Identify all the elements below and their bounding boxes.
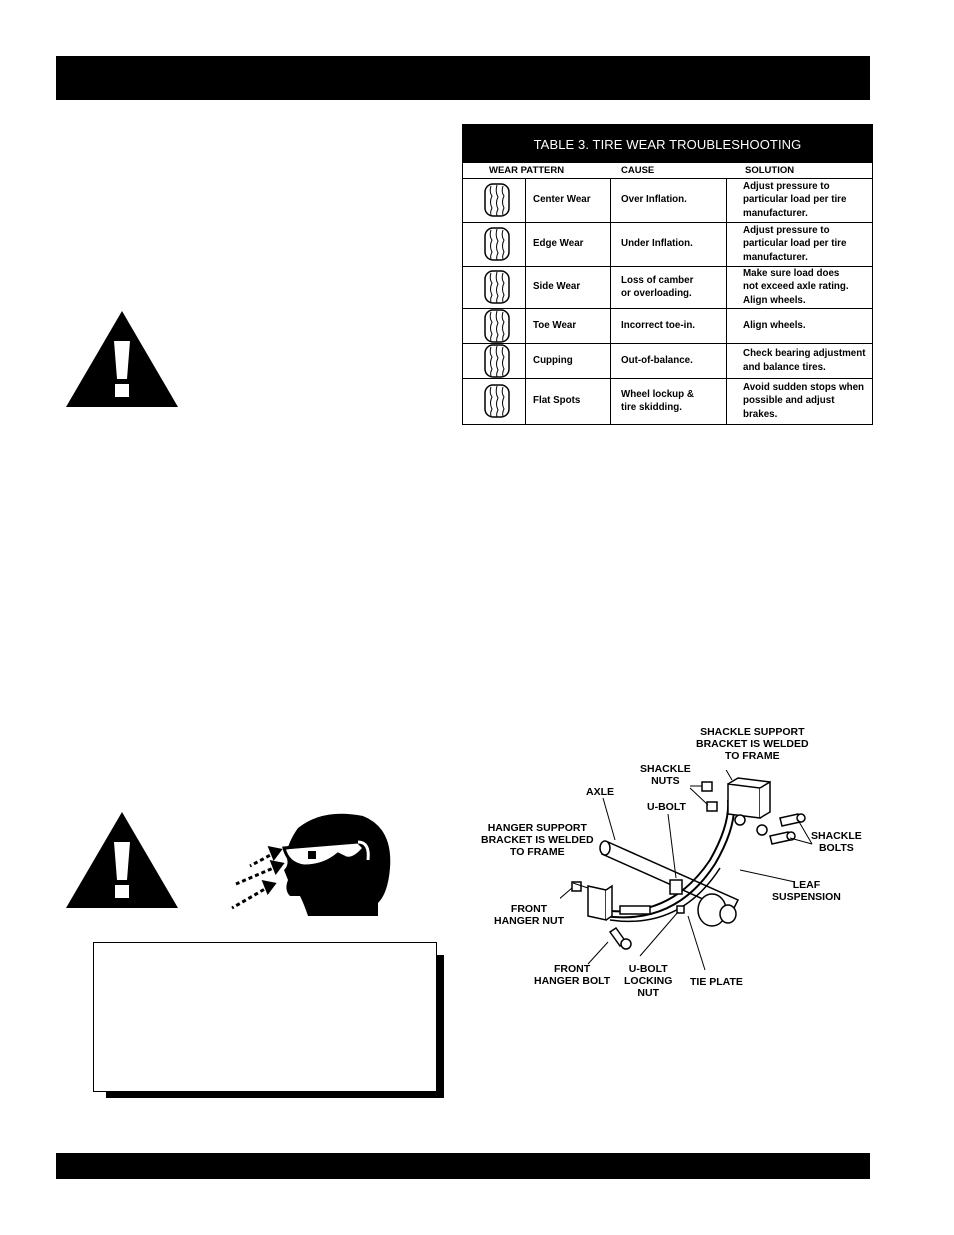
warning-triangle-icon — [66, 812, 178, 908]
cell-cause: Over Inflation. — [621, 194, 687, 206]
cell-solution: Avoid sudden stops when possible and adj… — [743, 381, 865, 420]
label-hanger-support: HANGER SUPPORT BRACKET IS WELDED TO FRAM… — [481, 822, 594, 858]
tire-toe-wear-icon — [484, 308, 510, 343]
header-cause: CAUSE — [621, 165, 655, 176]
label-leaf-suspension: LEAF SUSPENSION — [772, 879, 841, 903]
cell-wear-pattern: Side Wear — [533, 281, 581, 293]
cell-cause: Wheel lockup & tire skidding. — [621, 388, 694, 414]
label-front-hanger-bolt: FRONT HANGER BOLT — [534, 963, 611, 987]
cell-cause: Under Inflation. — [621, 238, 693, 250]
cell-wear-pattern: Cupping — [533, 354, 573, 366]
header-wear-pattern: WEAR PATTERN — [489, 165, 565, 176]
cell-solution: Check bearing adjustment and balance tir… — [743, 348, 866, 373]
tire-flat-spots-icon — [484, 384, 510, 418]
cell-cause: Loss of camber or overloading. — [621, 274, 694, 300]
tire-edge-wear-icon — [484, 227, 510, 261]
cell-cause: Incorrect toe-in. — [621, 319, 696, 331]
cell-solution: Align wheels. — [743, 319, 806, 331]
label-shackle-support: SHACKLE SUPPORT BRACKET IS WELDED TO FRA… — [696, 726, 809, 762]
label-shackle-nuts: SHACKLE NUTS — [640, 763, 691, 787]
leaf-spring-axle-diagram — [560, 770, 813, 971]
cell-wear-pattern: Flat Spots — [533, 395, 581, 407]
cell-wear-pattern: Center Wear — [533, 194, 591, 206]
label-axle: AXLE — [586, 786, 615, 798]
cell-solution: Adjust pressure to particular load per t… — [743, 224, 847, 263]
label-shackle-bolts: SHACKLE BOLTS — [811, 830, 862, 854]
tire-center-wear-icon — [484, 183, 510, 217]
cell-wear-pattern: Edge Wear — [533, 238, 584, 250]
tire-side-wear-icon — [484, 270, 510, 304]
label-u-bolt-locking-nut: U-BOLT LOCKING NUT — [624, 963, 673, 999]
cell-solution: Adjust pressure to particular load per t… — [743, 180, 847, 219]
label-u-bolt: U-BOLT — [647, 801, 686, 813]
label-tie-plate: TIE PLATE — [690, 976, 743, 988]
table-title: TABLE 3. TIRE WEAR TROUBLESHOOTING — [463, 125, 872, 163]
label-front-hanger-nut: FRONT HANGER NUT — [494, 903, 564, 927]
warning-triangle-icon — [66, 311, 178, 407]
safety-goggles-icon — [231, 813, 391, 916]
header-bar — [56, 56, 870, 100]
header-solution: SOLUTION — [745, 165, 795, 176]
cell-cause: Out-of-balance. — [621, 354, 693, 366]
note-box — [93, 942, 437, 1092]
footer-bar — [56, 1153, 870, 1179]
tire-cupping-icon — [484, 343, 510, 378]
cell-wear-pattern: Toe Wear — [533, 319, 577, 331]
cell-solution: Make sure load does not exceed axle rati… — [743, 267, 849, 306]
tire-wear-table: TABLE 3. TIRE WEAR TROUBLESHOOTING WEAR … — [462, 124, 873, 425]
